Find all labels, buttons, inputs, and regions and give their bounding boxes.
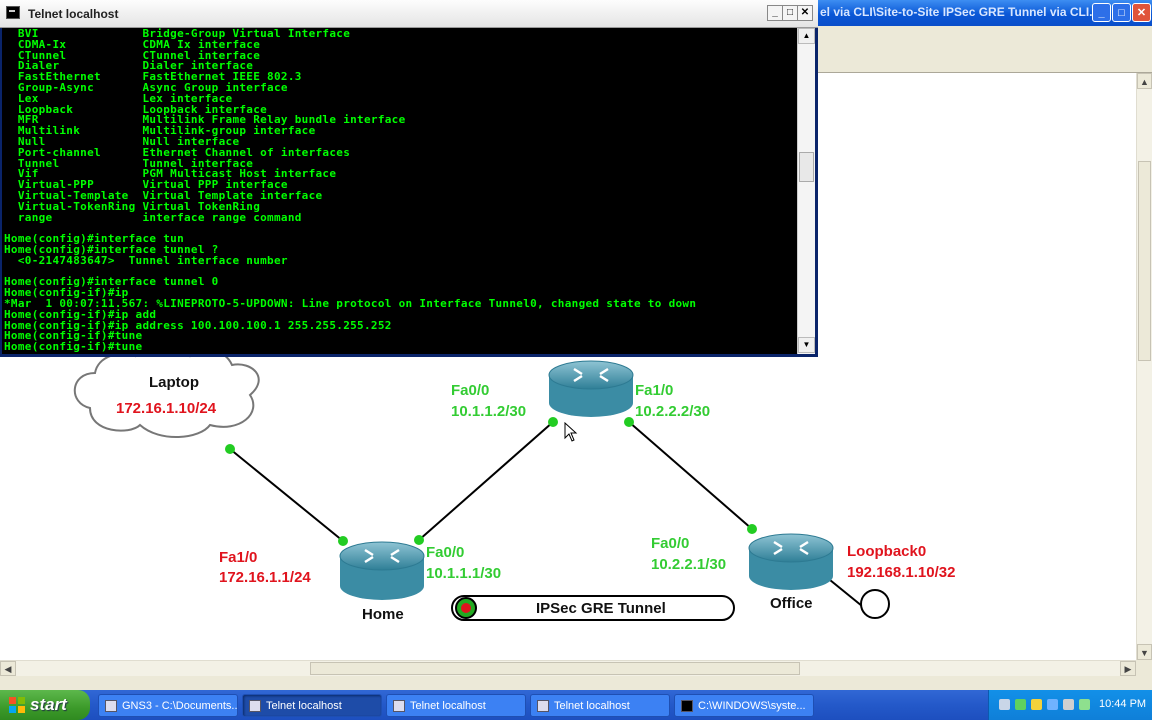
- gns3-minimize-button[interactable]: _: [1092, 3, 1111, 22]
- cmd-icon: [681, 700, 693, 712]
- taskbar-item-telnet-3[interactable]: Telnet localhost: [530, 694, 670, 717]
- volume-icon[interactable]: [1063, 699, 1074, 710]
- terminal-text: BVI Bridge-Group Virtual Interface CDMA-…: [4, 28, 697, 354]
- scroll-down-icon[interactable]: ▼: [1137, 644, 1152, 660]
- taskbar-item-telnet-2[interactable]: Telnet localhost: [386, 694, 526, 717]
- gns3-menu-bar: [816, 26, 1152, 48]
- console-icon: [249, 700, 261, 712]
- security-shield-icon[interactable]: [1031, 699, 1042, 710]
- home-name-label: Home: [362, 606, 404, 623]
- home-fa00-label: Fa0/0: [426, 544, 465, 561]
- link-home-isp[interactable]: [418, 421, 554, 541]
- taskbar-item-label: GNS3 - C:\Documents...: [122, 700, 238, 712]
- link-office-loopback[interactable]: [829, 579, 863, 607]
- terminal-scrollbar[interactable]: ▲ ▼: [797, 28, 815, 354]
- taskbar-item-label: C:\WINDOWS\syste...: [698, 700, 806, 712]
- tunnel-legend-box: [451, 595, 735, 621]
- taskbar-item-label: Telnet localhost: [410, 700, 486, 712]
- taskbar: start GNS3 - C:\Documents... Telnet loca…: [0, 690, 1152, 720]
- system-tray: 10:44 PM: [988, 690, 1152, 720]
- taskbar-item-label: Telnet localhost: [266, 700, 342, 712]
- tunnel-status-core-icon: [461, 603, 471, 613]
- start-button[interactable]: start: [0, 690, 90, 720]
- clock[interactable]: 10:44 PM: [1099, 698, 1147, 710]
- scrollbar-corner: [1136, 660, 1152, 676]
- isp-fa10-ip: 10.2.2.2/30: [635, 403, 711, 420]
- office-loopback-ip: 192.168.1.10/32: [847, 564, 956, 581]
- telnet-minimize-button[interactable]: _: [767, 5, 783, 21]
- link-status-dot: [338, 536, 348, 546]
- windows-logo-icon: [9, 697, 25, 713]
- horizontal-scroll-thumb[interactable]: [310, 662, 800, 675]
- gns3-maximize-button[interactable]: □: [1112, 3, 1131, 22]
- telnet-close-button[interactable]: ✕: [797, 5, 813, 21]
- vertical-scroll-thumb[interactable]: [1138, 161, 1151, 361]
- topology-drawing: [73, 342, 890, 621]
- console-icon: [393, 700, 405, 712]
- isp-fa10-label: Fa1/0: [635, 382, 674, 399]
- gns3-status-bar: [0, 676, 1152, 690]
- telnet-window-title: Telnet localhost: [28, 7, 119, 21]
- home-fa00-ip: 10.1.1.1/30: [426, 565, 502, 582]
- home-router-icon[interactable]: [339, 541, 425, 600]
- canvas-horizontal-scrollbar[interactable]: ◀ ▶: [0, 660, 1136, 676]
- laptop-name-label: Laptop: [149, 374, 199, 391]
- laptop-ip-label: 172.16.1.10/24: [116, 400, 217, 417]
- taskbar-item-label: Telnet localhost: [554, 700, 630, 712]
- isp-fa00-label: Fa0/0: [451, 382, 490, 399]
- mouse-cursor-icon: [564, 422, 578, 442]
- telnet-title-bar[interactable]: Telnet localhost _ □ ✕: [0, 0, 818, 28]
- taskbar-item-cmd[interactable]: C:\WINDOWS\syste...: [674, 694, 814, 717]
- isp-fa00-ip: 10.1.1.2/30: [451, 403, 527, 420]
- office-loopback-label: Loopback0: [847, 543, 927, 560]
- link-status-dot: [548, 417, 558, 427]
- update-icon[interactable]: [1079, 699, 1090, 710]
- scroll-up-icon[interactable]: ▲: [1137, 73, 1152, 89]
- terminal-scroll-thumb[interactable]: [799, 152, 814, 182]
- loopback-icon[interactable]: [860, 589, 890, 619]
- globe-icon[interactable]: [1047, 699, 1058, 710]
- gns3-toolbar: [816, 48, 1152, 73]
- link-status-dot: [747, 524, 757, 534]
- home-fa10-label: Fa1/0: [219, 549, 258, 566]
- taskbar-item-gns3[interactable]: GNS3 - C:\Documents...: [98, 694, 238, 717]
- network-icon[interactable]: [999, 699, 1010, 710]
- link-status-dot: [225, 444, 235, 454]
- start-label: start: [30, 695, 67, 714]
- gns3-app-icon: [105, 700, 117, 712]
- office-fa00-ip: 10.2.2.1/30: [651, 556, 727, 573]
- canvas-vertical-scrollbar[interactable]: ▲ ▼: [1136, 73, 1152, 660]
- office-fa00-label: Fa0/0: [651, 535, 690, 552]
- link-status-dot: [624, 417, 634, 427]
- link-isp-office[interactable]: [628, 421, 753, 530]
- taskbar-item-telnet-1[interactable]: Telnet localhost: [242, 694, 382, 717]
- gns3-window-title: el via CLI\Site-to-Site IPSec GRE Tunnel…: [820, 5, 1092, 19]
- gns3-title-bar: el via CLI\Site-to-Site IPSec GRE Tunnel…: [816, 0, 1152, 26]
- battery-icon[interactable]: [1015, 699, 1026, 710]
- telnet-window[interactable]: Telnet localhost _ □ ✕ BVI Bridge-Group …: [0, 0, 818, 357]
- terminal-scroll-down-icon[interactable]: ▼: [798, 337, 815, 353]
- telnet-maximize-button[interactable]: □: [782, 5, 798, 21]
- terminal-scroll-up-icon[interactable]: ▲: [798, 28, 815, 44]
- console-icon: [537, 700, 549, 712]
- terminal-output[interactable]: BVI Bridge-Group Virtual Interface CDMA-…: [2, 28, 797, 354]
- link-status-dot: [414, 535, 424, 545]
- gns3-close-button[interactable]: ✕: [1132, 3, 1151, 22]
- console-icon: [6, 6, 20, 19]
- link-laptop-home[interactable]: [229, 448, 344, 542]
- scroll-left-icon[interactable]: ◀: [0, 661, 16, 676]
- scroll-right-icon[interactable]: ▶: [1120, 661, 1136, 676]
- office-name-label: Office: [770, 595, 813, 612]
- tunnel-legend-label: IPSec GRE Tunnel: [536, 600, 666, 617]
- office-router-icon[interactable]: [748, 533, 834, 590]
- isp-router-icon[interactable]: [548, 360, 634, 417]
- home-fa10-ip: 172.16.1.1/24: [219, 569, 311, 586]
